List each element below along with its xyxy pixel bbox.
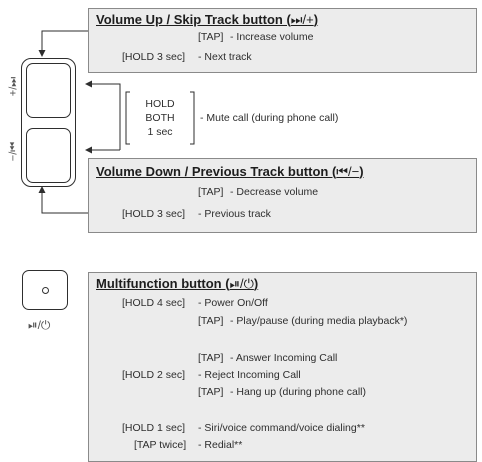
mf-row-desc: - Play/pause (during media playback*)	[230, 315, 408, 327]
hold-both-up-connector	[85, 80, 121, 88]
mf-row-desc: - Redial**	[198, 439, 243, 451]
volume-up-hold-label: [HOLD 3 sec]	[122, 51, 186, 63]
volume-down-hold-desc: - Previous track	[198, 208, 271, 220]
volume-up-button[interactable]	[26, 63, 71, 118]
mf-row-label: [HOLD 2 sec]	[122, 369, 186, 381]
volume-down-panel	[88, 158, 477, 233]
volume-up-connector	[38, 30, 88, 57]
mf-row-label: [TAP]	[198, 315, 224, 327]
mf-row-label: [HOLD 1 sec]	[122, 422, 186, 434]
multifunction-button[interactable]	[22, 270, 68, 310]
mf-row-label: [TAP]	[198, 386, 224, 398]
volume-up-tap-desc: - Increase volume	[230, 31, 314, 43]
hold-both-right-bracket	[190, 91, 195, 145]
skip-track-icon: ⏭/+	[290, 12, 314, 27]
volume-up-side-label: +/⏭	[7, 76, 20, 97]
mf-row-desc: - Hang up (during phone call)	[230, 386, 366, 398]
volume-down-side-label: −/⏮	[7, 141, 20, 162]
multifunction-dot-icon	[42, 287, 49, 294]
volume-up-panel	[88, 8, 477, 73]
volume-up-title: Volume Up / Skip Track button (⏭/+)	[96, 12, 319, 27]
mf-row-label: [HOLD 4 sec]	[122, 297, 186, 309]
volume-down-button[interactable]	[26, 128, 71, 183]
hold-both-text: HOLD BOTH 1 sec	[145, 98, 175, 138]
volume-down-tap-label: [TAP]	[198, 186, 224, 198]
mf-row-label: [TAP twice]	[134, 439, 187, 451]
play-pause-power-icon: ⏯/⏻	[28, 318, 51, 332]
volume-down-title: Volume Down / Previous Track button (⏮/−…	[96, 164, 364, 179]
mf-row-desc: - Answer Incoming Call	[230, 352, 338, 364]
mf-row-desc: - Siri/voice command/voice dialing**	[198, 422, 365, 434]
volume-down-hold-label: [HOLD 3 sec]	[122, 208, 186, 220]
mf-row-label: [TAP]	[198, 352, 224, 364]
volume-up-tap-label: [TAP]	[198, 31, 224, 43]
multifunction-title: Multifunction button (⏯/⏻)	[96, 276, 259, 291]
previous-track-icon: ⏮/−	[336, 164, 360, 179]
mf-row-desc: - Reject Incoming Call	[198, 369, 301, 381]
volume-up-hold-desc: - Next track	[198, 51, 252, 63]
hold-both-desc: - Mute call (during phone call)	[200, 112, 339, 124]
mf-row-desc: - Power On/Off	[198, 297, 268, 309]
volume-down-tap-desc: - Decrease volume	[230, 186, 319, 198]
multifunction-panel	[88, 272, 477, 462]
play-pause-power-title-icon: ⏯/⏻	[229, 276, 254, 291]
volume-down-connector	[38, 186, 88, 214]
hold-both-left-bracket	[125, 91, 130, 145]
